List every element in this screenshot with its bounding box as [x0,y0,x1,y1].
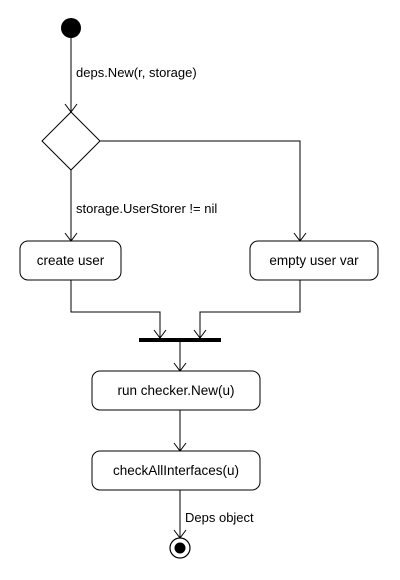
check-all-interfaces-node [91,450,261,491]
edge-label-end: Deps object [185,510,254,525]
end-node-inner [174,542,186,554]
empty-user-var-label: empty user var [269,253,359,268]
start-node [61,18,81,38]
edge-empty-user-var-to-join [199,280,301,338]
run-checker-label: run checker.New(u) [117,383,234,398]
edge-decision-to-empty-user-var [100,140,301,241]
join-bar [139,338,221,342]
edge-label-start: deps.New(r, storage) [76,65,197,80]
check-all-interfaces-label: checkAllInterfaces(u) [113,463,239,478]
empty-user-var-node [249,240,379,281]
create-user-label: create user [37,253,105,268]
edge-create-user-to-join [70,280,161,338]
run-checker-node [91,370,261,411]
decision-diamond [41,111,101,171]
edge-label-decision: storage.UserStorer != nil [76,201,217,216]
